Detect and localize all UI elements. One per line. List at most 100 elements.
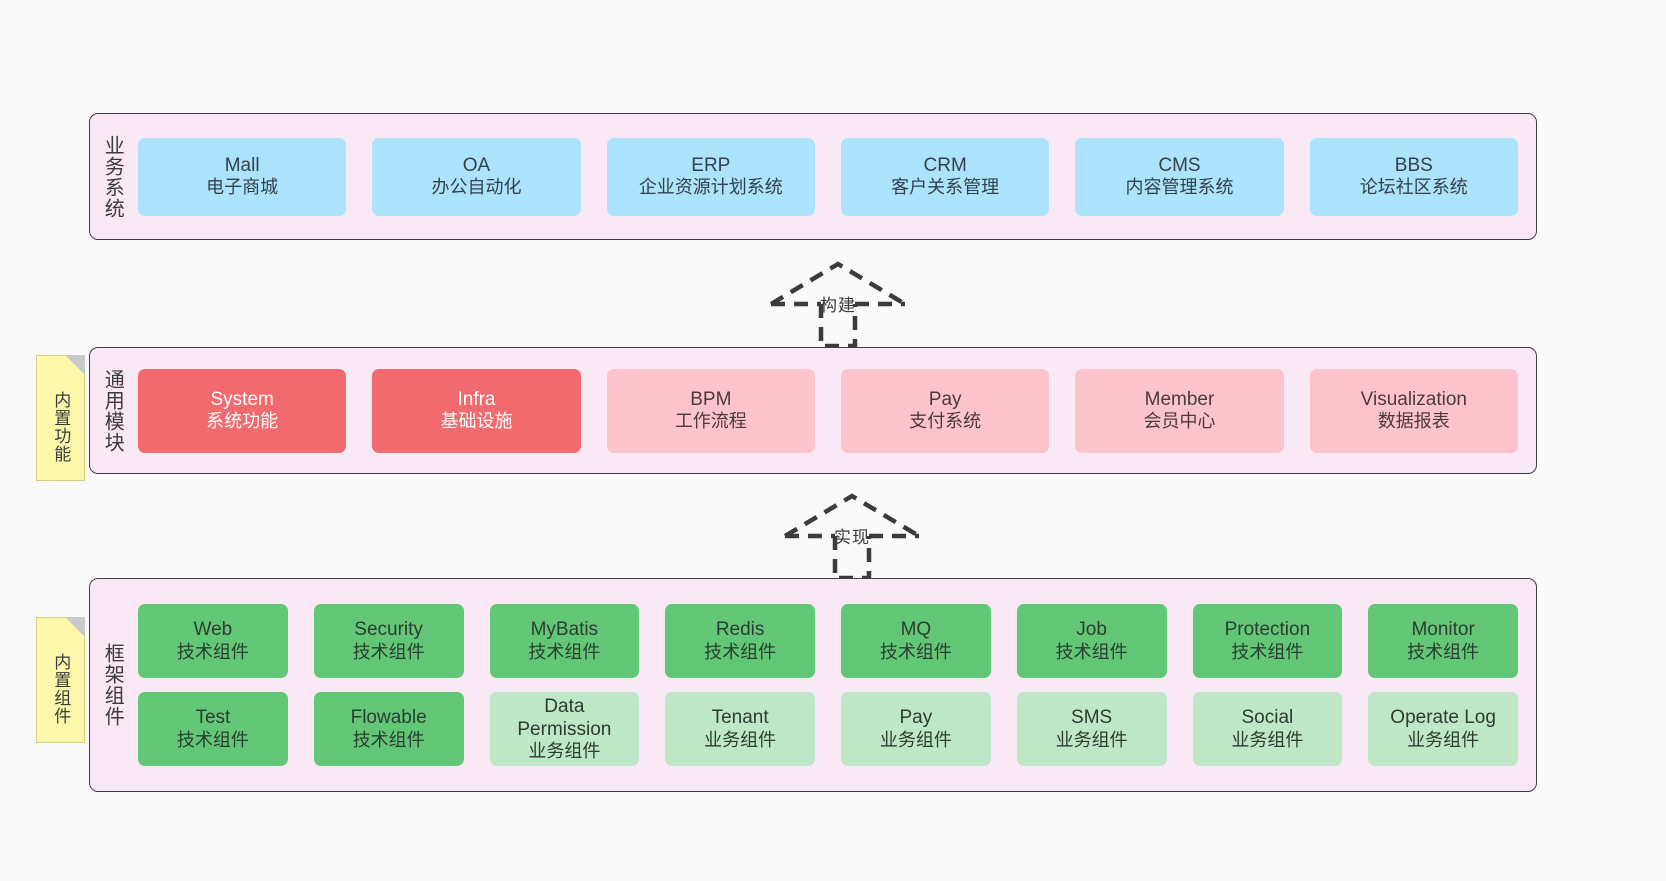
- framework-card-monitor[interactable]: Monitor 技术组件: [1368, 604, 1518, 678]
- card-title: CMS: [1158, 154, 1201, 176]
- card-subtitle: 论坛社区系统: [1359, 177, 1468, 198]
- framework-card-data-permission[interactable]: Data Permission 业务组件: [489, 692, 640, 766]
- framework-card-operate-log[interactable]: Operate Log 业务组件: [1368, 692, 1518, 766]
- card-subtitle: 技术组件: [879, 641, 952, 662]
- framework-card-sms[interactable]: SMS 业务组件: [1016, 692, 1167, 766]
- card-subtitle: 会员中心: [1143, 411, 1216, 432]
- note-fold-corner-icon: [65, 355, 85, 375]
- layer-common-module[interactable]: 通用模块 System 系统功能 Infra 基础设施 BPM 工作流程 Pay: [89, 347, 1537, 474]
- module-card-system[interactable]: System 系统功能: [138, 368, 347, 453]
- card-subtitle: 技术组件: [352, 729, 425, 750]
- framework-card-protection[interactable]: Protection 技术组件: [1192, 604, 1343, 678]
- card-subtitle: 技术组件: [528, 641, 601, 662]
- business-card-crm[interactable]: CRM 客户关系管理: [840, 137, 1050, 216]
- layer-title-framework-component: 框架组件: [101, 643, 124, 727]
- layer-body-framework-component: Web 技术组件 Security 技术组件 MyBatis 技术组件 Redi…: [134, 579, 1536, 791]
- card-subtitle: 客户关系管理: [891, 177, 1000, 198]
- framework-card-mq[interactable]: MQ 技术组件: [841, 604, 991, 678]
- card-subtitle: 基础设施: [440, 411, 513, 432]
- module-card-member[interactable]: Member 会员中心: [1075, 368, 1284, 453]
- framework-card-social[interactable]: Social 业务组件: [1192, 692, 1343, 766]
- card-title: CRM: [923, 154, 967, 176]
- card-title: Social: [1241, 707, 1294, 729]
- card-subtitle: 业务组件: [1231, 729, 1304, 750]
- card-subtitle: 系统功能: [206, 411, 279, 432]
- layer-framework-component[interactable]: 框架组件 Web 技术组件 Security 技术组件 MyBatis 技术组件…: [89, 578, 1537, 792]
- card-subtitle: 技术组件: [1407, 641, 1480, 662]
- card-title: Security: [354, 619, 423, 641]
- note-label: 内置组件: [51, 653, 71, 725]
- card-title: MQ: [900, 619, 932, 641]
- module-card-bpm[interactable]: BPM 工作流程: [606, 368, 815, 453]
- card-subtitle: 企业资源计划系统: [638, 177, 783, 198]
- card-subtitle: 业务组件: [704, 729, 777, 750]
- module-card-visualization[interactable]: Visualization 数据报表: [1309, 368, 1518, 453]
- note-builtin-features: 内置功能: [36, 355, 85, 481]
- card-subtitle: 内容管理系统: [1125, 177, 1234, 198]
- framework-biz-row: Test 技术组件 Flowable 技术组件 Data Permission …: [138, 692, 1518, 766]
- note-builtin-components: 内置组件: [36, 617, 85, 743]
- framework-card-test[interactable]: Test 技术组件: [138, 692, 288, 766]
- connector-implement: 实现: [777, 490, 927, 582]
- card-subtitle: 技术组件: [1231, 641, 1304, 662]
- framework-card-redis[interactable]: Redis 技术组件: [665, 604, 815, 678]
- business-card-oa[interactable]: OA 办公自动化: [372, 137, 581, 216]
- card-subtitle: 业务组件: [879, 729, 952, 750]
- card-title: Web: [193, 619, 233, 641]
- card-subtitle: 业务组件: [1055, 729, 1128, 750]
- card-title: Monitor: [1411, 619, 1475, 641]
- business-card-row: Mall 电子商城 OA 办公自动化 ERP 企业资源计划系统 CRM 客户关系…: [138, 137, 1518, 216]
- business-card-cms[interactable]: CMS 内容管理系统: [1075, 137, 1284, 216]
- framework-card-mybatis[interactable]: MyBatis 技术组件: [489, 604, 640, 678]
- business-card-erp[interactable]: ERP 企业资源计划系统: [606, 137, 815, 216]
- card-title: BBS: [1394, 154, 1433, 176]
- card-subtitle: 技术组件: [1055, 641, 1128, 662]
- framework-card-tenant[interactable]: Tenant 业务组件: [665, 692, 815, 766]
- card-subtitle: 工作流程: [674, 411, 747, 432]
- layer-title-business-system: 业务系统: [101, 134, 124, 219]
- card-title: Data Permission: [517, 695, 612, 741]
- card-subtitle: 技术组件: [352, 641, 425, 662]
- card-title: MyBatis: [530, 619, 599, 641]
- card-title: Flowable: [350, 707, 427, 729]
- business-card-mall[interactable]: Mall 电子商城: [138, 137, 347, 216]
- card-title: Redis: [715, 619, 765, 641]
- card-title: Job: [1076, 619, 1107, 641]
- layer-business-system[interactable]: 业务系统 Mall 电子商城 OA 办公自动化 ERP 企业资源计划系统 CRM: [89, 113, 1537, 240]
- card-subtitle: 技术组件: [176, 729, 249, 750]
- card-title: BPM: [690, 388, 732, 410]
- generalization-arrow-icon: [769, 261, 907, 349]
- layer-body-business-system: Mall 电子商城 OA 办公自动化 ERP 企业资源计划系统 CRM 客户关系…: [134, 114, 1536, 239]
- framework-card-security[interactable]: Security 技术组件: [313, 604, 464, 678]
- card-title: Mall: [224, 154, 260, 176]
- card-subtitle: 办公自动化: [431, 177, 522, 198]
- card-title: Member: [1144, 388, 1215, 410]
- card-title: Infra: [457, 388, 496, 410]
- card-subtitle: 技术组件: [704, 641, 777, 662]
- card-title: Operate Log: [1390, 707, 1496, 729]
- framework-tech-row: Web 技术组件 Security 技术组件 MyBatis 技术组件 Redi…: [138, 604, 1518, 678]
- framework-card-flowable[interactable]: Flowable 技术组件: [313, 692, 464, 766]
- layer-title-common-module: 通用模块: [101, 368, 124, 453]
- card-subtitle: 业务组件: [1407, 729, 1480, 750]
- layer-body-common-module: System 系统功能 Infra 基础设施 BPM 工作流程 Pay 支付系统…: [134, 348, 1536, 473]
- card-title: Tenant: [711, 707, 769, 729]
- card-title: OA: [462, 154, 491, 176]
- module-card-pay[interactable]: Pay 支付系统: [840, 368, 1050, 453]
- card-subtitle: 支付系统: [909, 411, 982, 432]
- card-subtitle: 电子商城: [206, 177, 279, 198]
- business-card-bbs[interactable]: BBS 论坛社区系统: [1309, 137, 1518, 216]
- note-label: 内置功能: [51, 391, 71, 463]
- connector-build: 构建: [763, 258, 913, 350]
- card-subtitle: 业务组件: [528, 741, 601, 762]
- generalization-arrow-icon: [783, 493, 921, 581]
- framework-card-pay[interactable]: Pay 业务组件: [841, 692, 991, 766]
- framework-card-job[interactable]: Job 技术组件: [1016, 604, 1167, 678]
- module-card-infra[interactable]: Infra 基础设施: [372, 368, 581, 453]
- card-title: Visualization: [1360, 388, 1467, 410]
- card-title: Test: [195, 707, 231, 729]
- card-subtitle: 技术组件: [176, 641, 249, 662]
- card-title: Pay: [899, 707, 933, 729]
- framework-card-web[interactable]: Web 技术组件: [138, 604, 288, 678]
